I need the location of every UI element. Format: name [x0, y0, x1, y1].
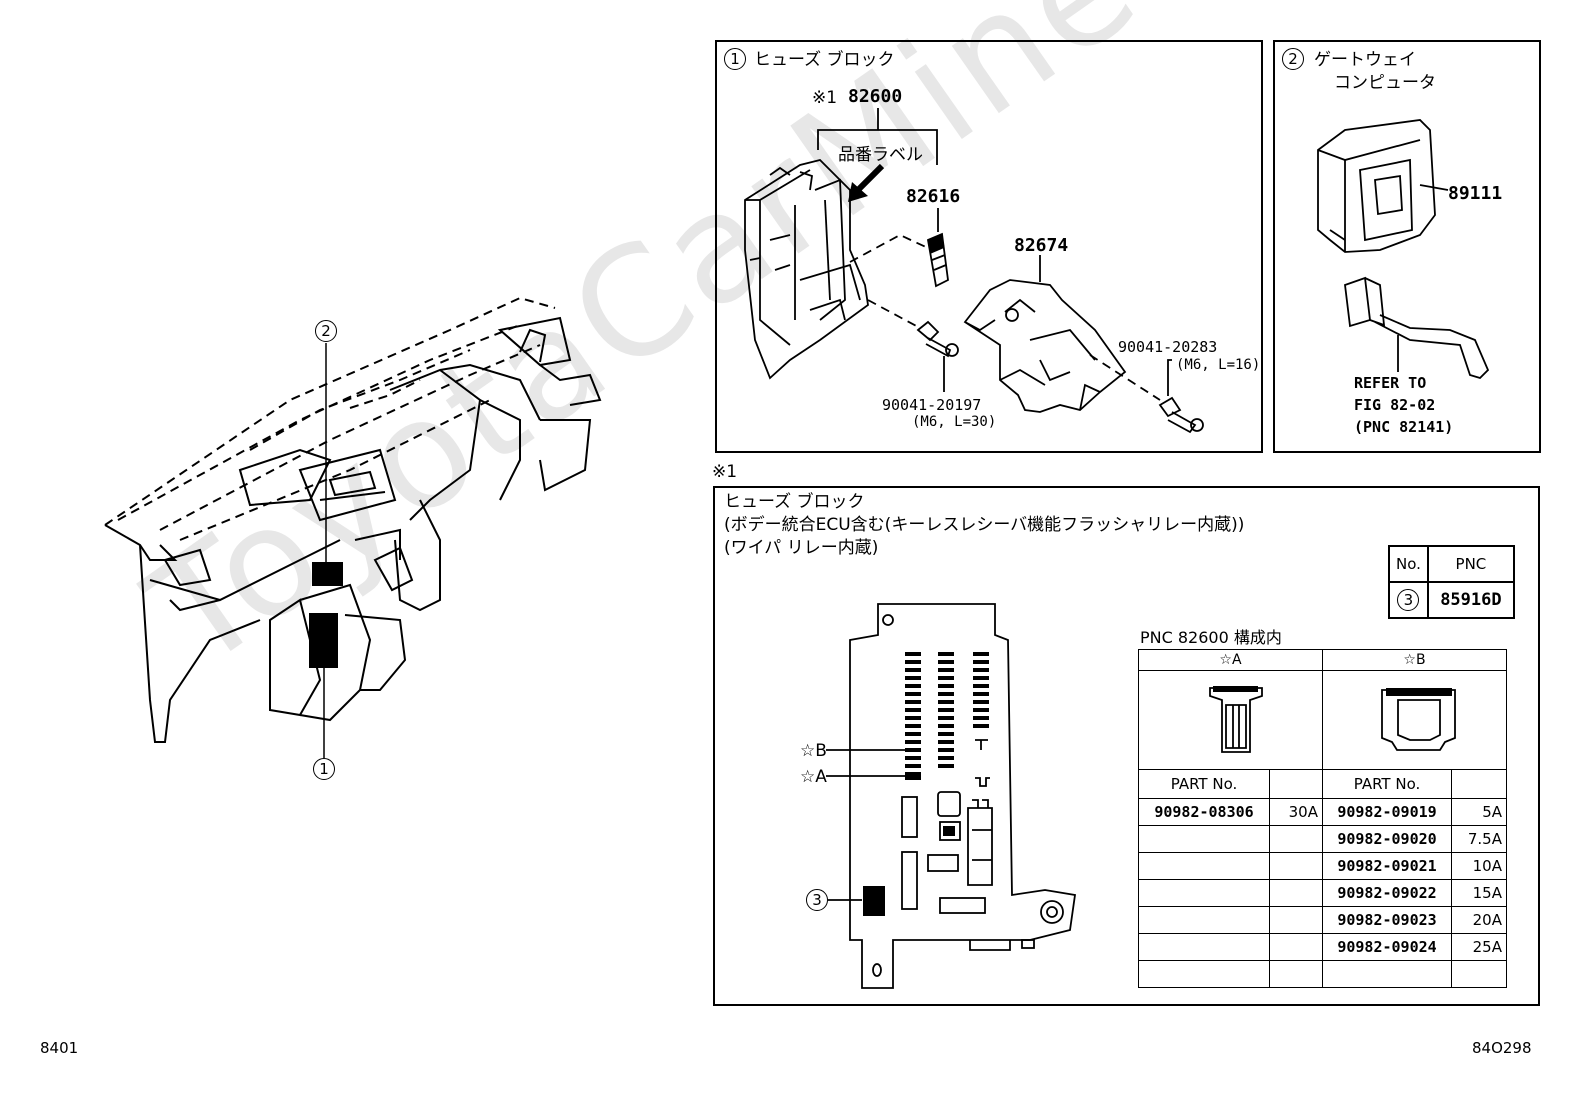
b-part-cell: 90982-09024: [1322, 933, 1452, 961]
table-row: 90982-09020 7.5A: [1138, 825, 1507, 853]
table-row: 90982-09024 25A: [1138, 933, 1507, 961]
part-bolt-90041-20197: 90041-20197: [882, 396, 982, 414]
part-no-header-row: PART No. PART No.: [1138, 769, 1507, 799]
pnc-table: No. PNC 3 85916D: [1388, 545, 1515, 619]
fuse-block-detail-panel: [713, 486, 1540, 1006]
part-no-header-a: PART No.: [1138, 769, 1270, 799]
panel2-title-line2: コンピュータ: [1334, 73, 1436, 93]
a-amp-cell: [1269, 852, 1323, 880]
b-amp-cell: 15A: [1451, 879, 1507, 907]
bolt2-spec: (M6, L=16): [1176, 357, 1261, 373]
gateway-computer-panel: [1273, 40, 1541, 453]
callout-1: 1: [313, 758, 335, 780]
composition-images-row: [1138, 670, 1507, 770]
b-part-cell: 90982-09019: [1322, 798, 1452, 826]
b-amp-cell: 7.5A: [1451, 825, 1507, 853]
b-part-cell: [1322, 960, 1452, 988]
a-part-cell: [1138, 933, 1270, 961]
b-amp-cell: 20A: [1451, 906, 1507, 934]
bolt1-spec: (M6, L=30): [912, 414, 997, 430]
part-number-label-text: 品番ラベル: [838, 145, 923, 165]
callout-2: 2: [315, 320, 337, 342]
a-amp-cell: [1269, 906, 1323, 934]
detail-note-mark: ※1: [712, 462, 738, 482]
a-part-cell: [1138, 960, 1270, 988]
a-amp-cell: 30A: [1269, 798, 1323, 826]
b-part-cell: 90982-09022: [1322, 879, 1452, 907]
b-part-cell: 90982-09023: [1322, 906, 1452, 934]
refer-line1: REFER TO: [1354, 374, 1427, 392]
table-row: 90982-09022 15A: [1138, 879, 1507, 907]
part-no-header-b: PART No.: [1322, 769, 1452, 799]
detail-line2: (ボデー統合ECU含む(キーレスレシーバ機能フラッシャリレー内蔵)): [724, 515, 1245, 535]
a-part-cell: [1138, 825, 1270, 853]
table-row: 90982-08306 30A 90982-09019 5A: [1138, 798, 1507, 826]
a-part-cell: [1138, 879, 1270, 907]
star-b-marker: ☆B: [800, 741, 827, 761]
fuse-slots: [863, 652, 989, 916]
composition-title: PNC 82600 構成内: [1140, 628, 1282, 647]
callout-3: 3: [806, 889, 828, 911]
table-row: [1138, 960, 1507, 988]
b-part-cell: 90982-09020: [1322, 825, 1452, 853]
composition-header: ☆A ☆B: [1138, 649, 1507, 671]
page-code-left: 8401: [40, 1039, 79, 1057]
panel1-title: ヒューズ ブロック: [754, 50, 895, 70]
fuse-composition-table: ☆A ☆B PART No. PART No. 90982-08306 30A …: [1138, 649, 1507, 988]
col-b-header: ☆B: [1322, 649, 1507, 671]
part-89111: 89111: [1448, 183, 1503, 204]
a-part-cell: 90982-08306: [1138, 798, 1270, 826]
col-a-header: ☆A: [1138, 649, 1323, 671]
pnc-header-pnc: PNC: [1426, 545, 1515, 583]
panel2-title-line1: ゲートウェイ: [1314, 50, 1416, 70]
amp-header-a: [1269, 769, 1323, 799]
amp-header-b: [1451, 769, 1507, 799]
pnc-header-no: No.: [1388, 545, 1429, 583]
panel1-note-mark: ※1: [812, 88, 838, 108]
detail-line1: ヒューズ ブロック: [724, 492, 865, 512]
a-amp-cell: [1269, 825, 1323, 853]
detail-line3: (ワイパ リレー内蔵): [724, 538, 879, 558]
star-a-marker: ☆A: [800, 767, 827, 787]
table-row: 90982-09023 20A: [1138, 906, 1507, 934]
part-82600: 82600: [848, 86, 903, 107]
panel2-number: 2: [1282, 48, 1304, 70]
b-amp-cell: [1451, 960, 1507, 988]
fuse-block-panel: [715, 40, 1263, 453]
a-part-cell: [1138, 906, 1270, 934]
refer-line3: (PNC 82141): [1354, 418, 1454, 436]
a-part-cell: [1138, 852, 1270, 880]
part-bolt-90041-20283: 90041-20283: [1118, 338, 1218, 356]
table-row: 90982-09021 10A: [1138, 852, 1507, 880]
pnc-row-value: 85916D: [1426, 581, 1515, 619]
refer-line2: FIG 82-02: [1354, 396, 1436, 414]
pnc-row-num-circle: 3: [1397, 589, 1420, 611]
pnc-table-row: 3 85916D: [1388, 581, 1515, 619]
a-amp-cell: [1269, 933, 1323, 961]
fuse-b-image-cell: [1322, 670, 1507, 770]
b-part-cell: 90982-09021: [1322, 852, 1452, 880]
a-amp-cell: [1269, 879, 1323, 907]
panel1-number: 1: [724, 48, 746, 70]
b-amp-cell: 5A: [1451, 798, 1507, 826]
pnc-table-header: No. PNC: [1388, 545, 1515, 583]
b-amp-cell: 25A: [1451, 933, 1507, 961]
part-82674: 82674: [1014, 235, 1069, 256]
b-amp-cell: 10A: [1451, 852, 1507, 880]
pnc-row-num: 3: [1388, 581, 1429, 619]
page-code-right: 84O298: [1472, 1039, 1532, 1057]
a-amp-cell: [1269, 960, 1323, 988]
part-82616: 82616: [906, 186, 961, 207]
fuse-a-image-cell: [1138, 670, 1323, 770]
